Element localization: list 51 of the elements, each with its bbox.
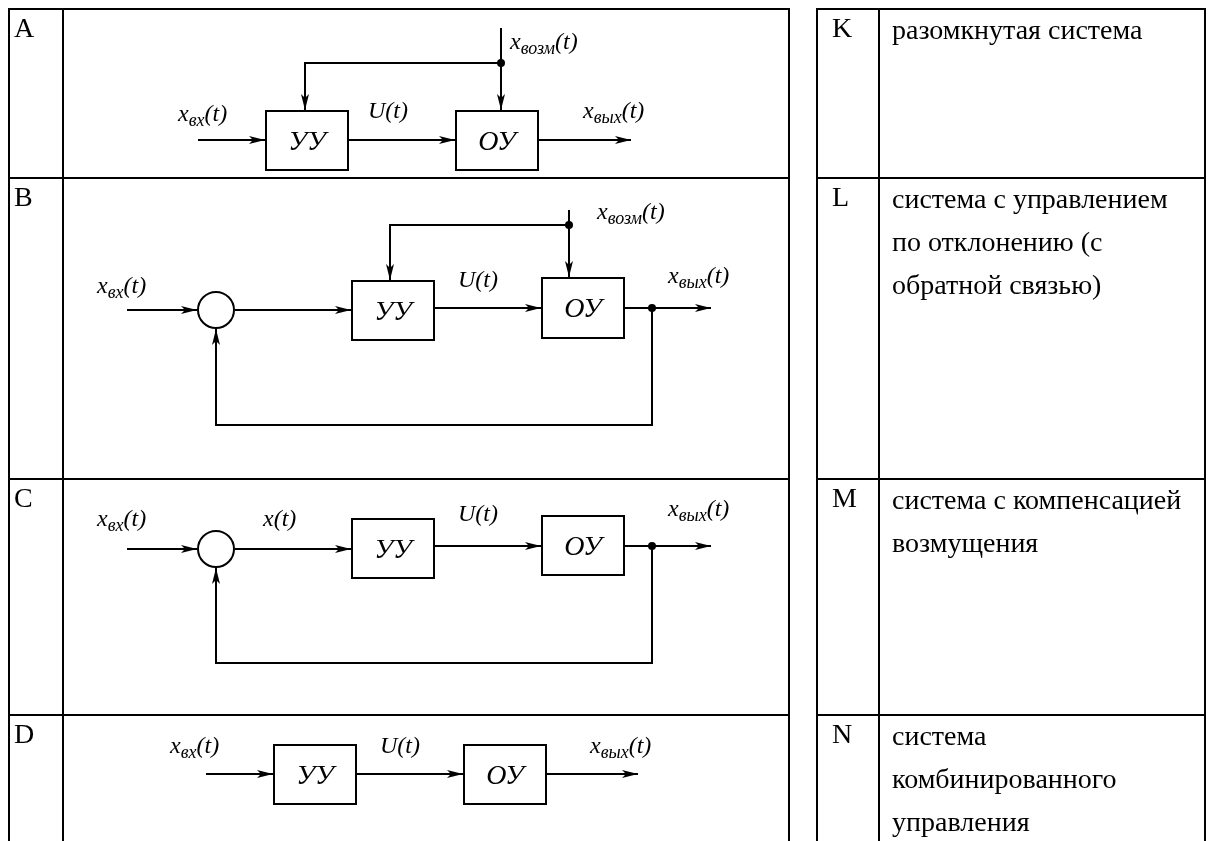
row-letter: A	[14, 12, 35, 44]
description-text: система комбинированного управления	[892, 719, 1118, 839]
arrow	[197, 136, 266, 144]
arrow	[538, 136, 632, 144]
edge-label: U(t)	[458, 499, 498, 528]
arrow	[205, 770, 274, 778]
block-box: УУ	[273, 744, 357, 805]
edge-label: x$_{вых}$(t)	[590, 731, 652, 760]
arrow	[546, 770, 639, 778]
block-box: ОУ	[455, 110, 539, 171]
row-letter: C	[14, 482, 33, 514]
description-text: система с компенсацией возмущения	[892, 483, 1183, 560]
edge-label: U(t)	[458, 265, 498, 294]
description-text: разомкнутая система	[892, 13, 1144, 47]
edge-label: x$_{вых}$(t)	[668, 494, 730, 523]
block-box: УУ	[351, 518, 435, 579]
arrow	[434, 304, 542, 312]
arrow	[212, 545, 653, 664]
edge-label: x$_{вых}$(t)	[583, 96, 645, 125]
arrow	[212, 307, 653, 426]
edge-label: x(t)	[263, 504, 297, 533]
block-box: УУ	[351, 280, 435, 341]
arrow	[434, 542, 542, 550]
arrow	[356, 770, 464, 778]
block-box: ОУ	[541, 515, 625, 576]
arrow	[126, 306, 198, 314]
arrow	[497, 27, 505, 111]
edge-label: x$_{вых}$(t)	[668, 261, 730, 290]
edge-label: x$_{возм}$(t)	[510, 27, 578, 56]
row-letter: L	[832, 181, 850, 213]
edge-label: x$_{вх}$(t)	[170, 731, 220, 760]
description-text: система с управлением по отклонению (с обратной связью)	[892, 182, 1169, 302]
arrow	[234, 545, 352, 553]
edge-label: x$_{вх}$(t)	[178, 99, 228, 128]
edge-label: x$_{вх}$(t)	[97, 271, 147, 300]
edge-label: x$_{вх}$(t)	[97, 504, 147, 533]
row-letter: B	[14, 181, 33, 213]
row-letter: N	[832, 718, 853, 750]
arrow	[234, 306, 352, 314]
edge-label: U(t)	[380, 731, 420, 760]
arrow	[348, 136, 456, 144]
edge-label: x$_{возм}$(t)	[597, 197, 665, 226]
row-letter: K	[832, 12, 853, 44]
arrow	[565, 209, 573, 278]
block-box: УУ	[265, 110, 349, 171]
edge-label: U(t)	[368, 96, 408, 125]
arrow	[126, 545, 198, 553]
row-letter: M	[832, 482, 857, 514]
row-letter: D	[14, 718, 35, 750]
block-box: ОУ	[463, 744, 547, 805]
block-box: ОУ	[541, 277, 625, 339]
